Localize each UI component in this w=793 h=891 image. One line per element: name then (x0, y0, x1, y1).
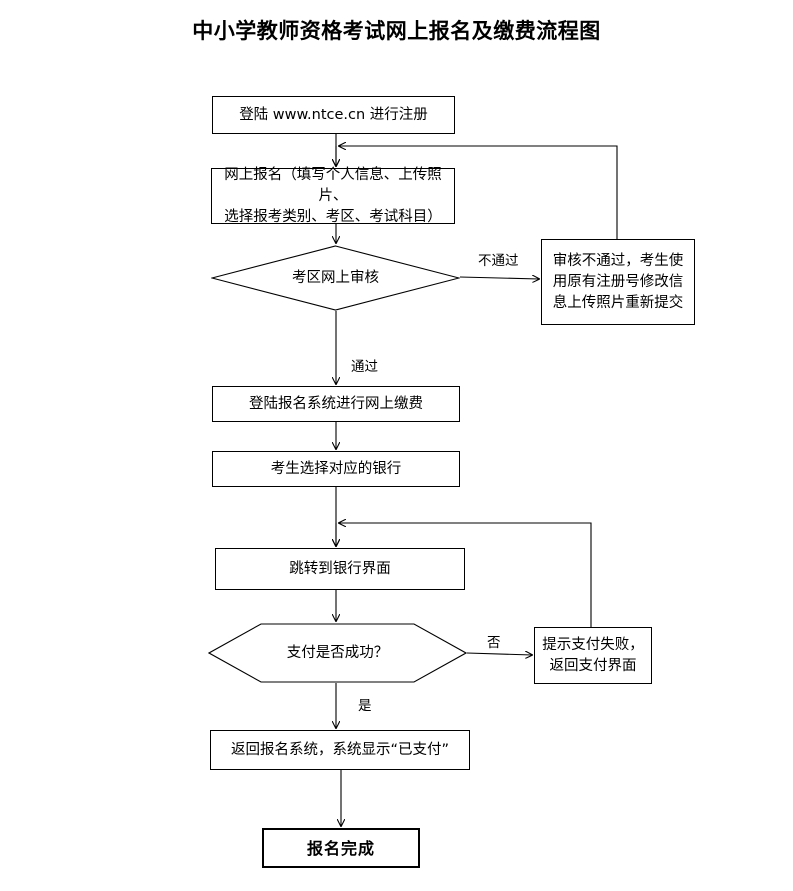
edge-label-yes: 是 (358, 698, 372, 714)
node-select-bank-label: 考生选择对应的银行 (270, 460, 402, 477)
node-login-pay-label: 登陆报名系统进行网上缴费 (249, 395, 423, 412)
node-online-apply[interactable]: 网上报名（填写个人信息、上传照片、 选择报考类别、考区、考试科目） (211, 167, 455, 225)
node-register-label: 登陆 www.ntce.cn 进行注册 (239, 106, 428, 123)
node-jump-bank[interactable]: 跳转到银行界面 (215, 548, 465, 590)
node-pay-failed-label: 提示支付失败， 返回支付界面 (542, 636, 644, 674)
node-pay-decision[interactable]: 支付是否成功？ (208, 623, 467, 683)
edge-decision-to-failed (466, 653, 532, 655)
node-register[interactable]: 登陆 www.ntce.cn 进行注册 (212, 96, 455, 134)
node-pay-failed[interactable]: 提示支付失败， 返回支付界面 (534, 627, 652, 684)
node-online-apply-label: 网上报名（填写个人信息、上传照片、 选择报考类别、考区、考试科目） (224, 166, 442, 225)
node-review-decision-label: 考区网上审核 (292, 269, 379, 286)
node-review-decision[interactable]: 考区网上审核 (211, 245, 460, 311)
edge-review-to-failed (459, 277, 539, 279)
node-select-bank[interactable]: 考生选择对应的银行 (212, 451, 460, 487)
node-review-failed[interactable]: 审核不通过，考生使 用原有注册号修改信 息上传照片重新提交 (541, 239, 695, 325)
edge-label-passed: 通过 (351, 359, 378, 375)
page-title: 中小学教师资格考试网上报名及缴费流程图 (192, 19, 601, 43)
node-jump-bank-label: 跳转到银行界面 (289, 560, 391, 577)
node-back-system[interactable]: 返回报名系统，系统显示“已支付” (210, 730, 470, 770)
node-done[interactable]: 报名完成 (262, 828, 420, 868)
node-login-pay[interactable]: 登陆报名系统进行网上缴费 (212, 386, 460, 422)
edge-label-not-passed: 不通过 (478, 253, 519, 269)
diamond-shape (211, 245, 460, 311)
node-back-system-label: 返回报名系统，系统显示“已支付” (230, 741, 450, 758)
node-pay-decision-label: 支付是否成功？ (286, 644, 389, 661)
hexagon-shape (208, 623, 467, 683)
node-done-label: 报名完成 (306, 838, 375, 858)
node-review-failed-label: 审核不通过，考生使 用原有注册号修改信 息上传照片重新提交 (552, 252, 684, 311)
edge-label-no: 否 (487, 635, 501, 651)
